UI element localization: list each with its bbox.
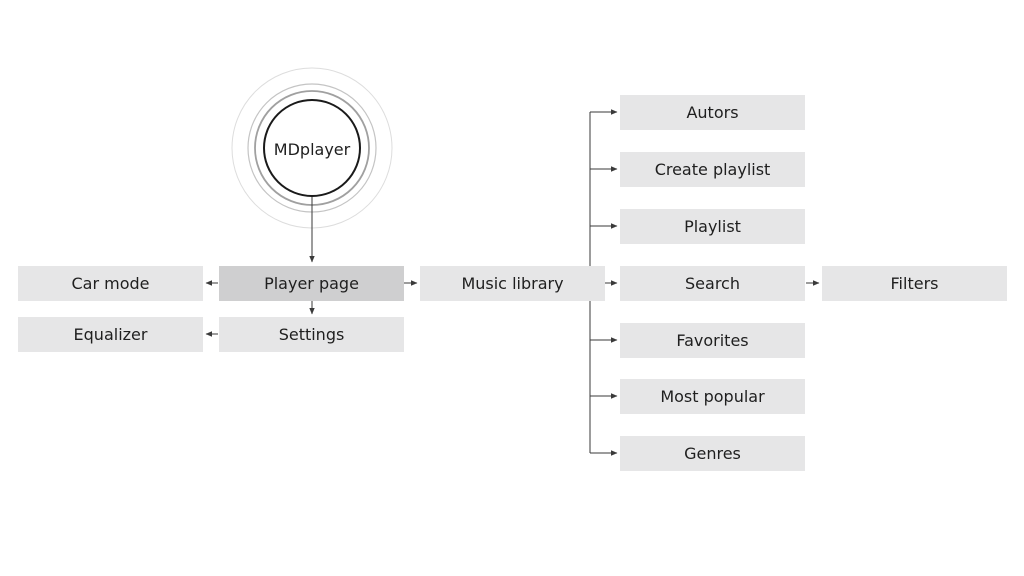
node-equalizer[interactable]: Equalizer xyxy=(18,317,203,352)
node-settings[interactable]: Settings xyxy=(219,317,404,352)
node-genres[interactable]: Genres xyxy=(620,436,805,471)
node-filters[interactable]: Filters xyxy=(822,266,1007,301)
node-car-mode[interactable]: Car mode xyxy=(18,266,203,301)
node-favorites[interactable]: Favorites xyxy=(620,323,805,358)
root-label: MDplayer xyxy=(273,139,351,159)
root-circle xyxy=(263,99,361,197)
node-playlist[interactable]: Playlist xyxy=(620,209,805,244)
node-music-library[interactable]: Music library xyxy=(420,266,605,301)
node-most-popular[interactable]: Most popular xyxy=(620,379,805,414)
node-create-playlist[interactable]: Create playlist xyxy=(620,152,805,187)
node-player-page[interactable]: Player page xyxy=(219,266,404,301)
node-autors[interactable]: Autors xyxy=(620,95,805,130)
node-search[interactable]: Search xyxy=(620,266,805,301)
